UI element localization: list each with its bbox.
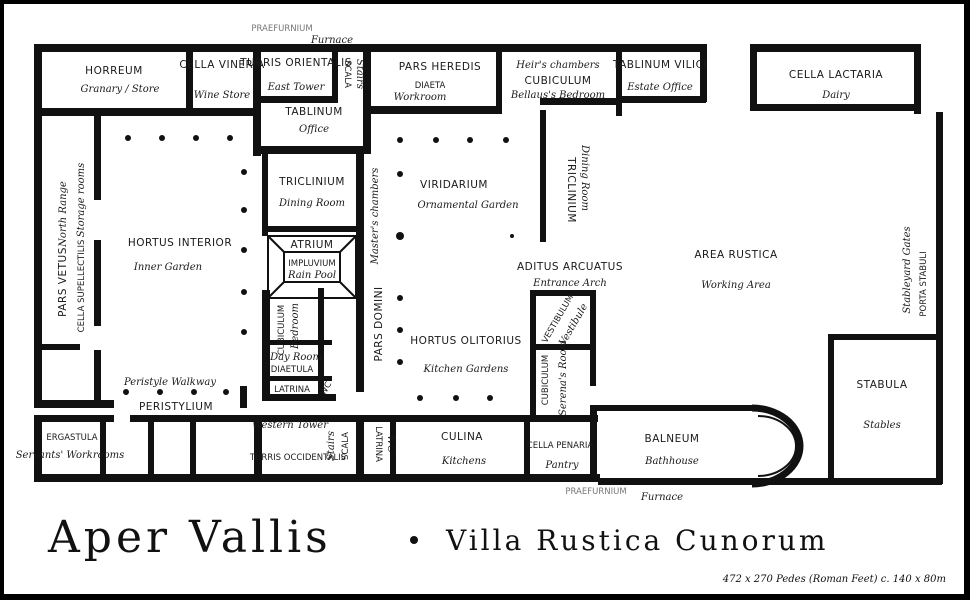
tablinum-vilici-label: TABLINUM VILICI xyxy=(612,59,707,71)
cubiculum-top-label: CUBICULUM xyxy=(525,75,592,87)
scala-top-label: SCALA xyxy=(342,60,352,88)
north-range-label: North Range xyxy=(58,181,69,248)
storage-rooms-label: Storage rooms xyxy=(76,163,87,238)
stabula-label: STABULA xyxy=(856,379,907,391)
ornamental-garden-label: Ornamental Garden xyxy=(417,200,518,211)
bedroom-mid-label: Bedroom xyxy=(290,303,301,350)
peristyle-walkway-label: Peristyle Walkway xyxy=(123,377,216,388)
dining-room-right-label: Dining Room xyxy=(579,144,590,211)
praefurnium-top-label: PRAEFURNIUM xyxy=(251,24,312,34)
peristylium-label: PERISTYLIUM xyxy=(139,401,213,413)
serenas-room-label: Serena's Room xyxy=(558,340,569,416)
pars-heredis-label: PARS HEREDIS xyxy=(399,61,481,73)
heirs-chambers-label: Heir's chambers xyxy=(515,60,599,71)
hortus-interior-label: HORTUS INTERIOR xyxy=(128,237,232,249)
kitchens-label: Kitchens xyxy=(441,456,486,467)
triclinium-left-label: TRICLINIUM xyxy=(278,176,345,188)
apse-wall xyxy=(751,404,804,488)
furnace-bottom-label: Furnace xyxy=(640,492,683,503)
day-room-label: Day Room xyxy=(269,352,322,363)
bellaus-bedroom-label: Bellaus's Bedroom xyxy=(510,90,605,101)
dairy-label: Dairy xyxy=(821,90,850,101)
cella-supellectilis-label: CELLA SUPELLECTILIS xyxy=(77,240,87,333)
peristyle-columns xyxy=(123,135,514,401)
latrina-mid-label: LATRINA xyxy=(274,385,310,395)
servants-workrooms-label: Servants' Workrooms xyxy=(16,450,125,461)
stableyard-gates-label: Stableyard Gates xyxy=(902,226,913,313)
masters-chambers-label: Master's chambers xyxy=(370,168,381,266)
office-label: Office xyxy=(299,124,329,135)
hortus-olitorius-label: HORTUS OLITORIUS xyxy=(410,335,521,347)
working-area-label: Working Area xyxy=(701,280,771,291)
estate-office-label: Estate Office xyxy=(626,82,693,93)
cella-lactaria-label: CELLA LACTARIA xyxy=(789,69,884,81)
viridarium-label: VIRIDARIUM xyxy=(420,179,488,191)
culina-label: CULINA xyxy=(441,431,483,443)
ergastula-label: ERGASTULA xyxy=(46,433,97,443)
wc-bottom-label: WC xyxy=(385,435,396,453)
map-scale: 472 x 270 Pedes (Roman Feet) c. 140 x 80… xyxy=(722,574,946,585)
tablinum-label: TABLINUM xyxy=(284,106,343,118)
room-labels: PRAEFURNIUM Furnace HORREUM Granary / St… xyxy=(16,24,929,503)
cella-penaria-label: CELLA PENARIA xyxy=(527,441,594,451)
scala-bottom-label: SCALA xyxy=(341,432,351,460)
porta-stabuli-label: PORTA STABULI xyxy=(919,251,929,316)
pars-domini-label: PARS DOMINI xyxy=(373,286,385,361)
impluvium-label: IMPLUVIUM xyxy=(288,259,335,269)
western-tower-label: Western Tower xyxy=(252,420,329,431)
inner-garden-label: Inner Garden xyxy=(133,262,202,273)
stairs-bottom-label: Stairs xyxy=(326,431,337,461)
diaeta-label: DIAETA xyxy=(415,81,446,91)
map-subtitle: Villa Rustica Cunorum xyxy=(445,524,828,557)
cella-vineria-label: CELLA VINERIA xyxy=(179,59,265,71)
impluvium-pool xyxy=(267,235,357,299)
praefurnium-bottom-label: PRAEFURNIUM xyxy=(565,487,626,497)
diaetula-label: DIAETULA xyxy=(271,365,314,375)
rain-pool-label: Rain Pool xyxy=(287,270,336,281)
atrium-label: ATRIUM xyxy=(291,239,334,251)
bathhouse-label: Bathhouse xyxy=(644,456,699,467)
balneum-label: BALNEUM xyxy=(645,433,700,445)
latrina-bottom-label: LATRINA xyxy=(373,426,383,462)
area-rustica-label: AREA RUSTICA xyxy=(694,249,778,261)
stables-label: Stables xyxy=(863,420,900,431)
granary-label: Granary / Store xyxy=(81,84,160,95)
pantry-label: Pantry xyxy=(544,460,578,471)
workroom-label: Workroom xyxy=(394,92,447,103)
apse-inner xyxy=(757,415,797,477)
dining-room-left-label: Dining Room xyxy=(278,198,345,209)
horreum-label: HORREUM xyxy=(85,65,143,77)
pars-vetus-label: PARS VETUS xyxy=(57,247,69,317)
cubiculum-mid-label: CUBICULUM xyxy=(277,305,287,356)
turris-occidentalis-label: TURRIS OCCIDENTALIS xyxy=(249,453,346,463)
wine-store-label: Wine Store xyxy=(194,90,251,101)
map-title: Aper Vallis xyxy=(47,512,332,563)
turris-orientalis-label: TURRIS ORIENTALIS xyxy=(239,57,352,69)
east-tower-label: East Tower xyxy=(267,82,326,93)
aditus-arcuatus-label: ADITUS ARCUATUS xyxy=(517,261,623,273)
stairs-top-label: Stairs xyxy=(354,59,365,89)
furnace-top-label: Furnace xyxy=(310,35,353,46)
map-paper xyxy=(4,4,964,594)
triclinium-right-label: TRICLINIUM xyxy=(565,156,577,223)
entrance-arch-label: Entrance Arch xyxy=(532,278,607,289)
title-separator-dot xyxy=(410,536,418,544)
kitchen-gardens-label: Kitchen Gardens xyxy=(423,364,509,375)
cubiculum-serena-label: CUBICULUM xyxy=(541,355,551,406)
